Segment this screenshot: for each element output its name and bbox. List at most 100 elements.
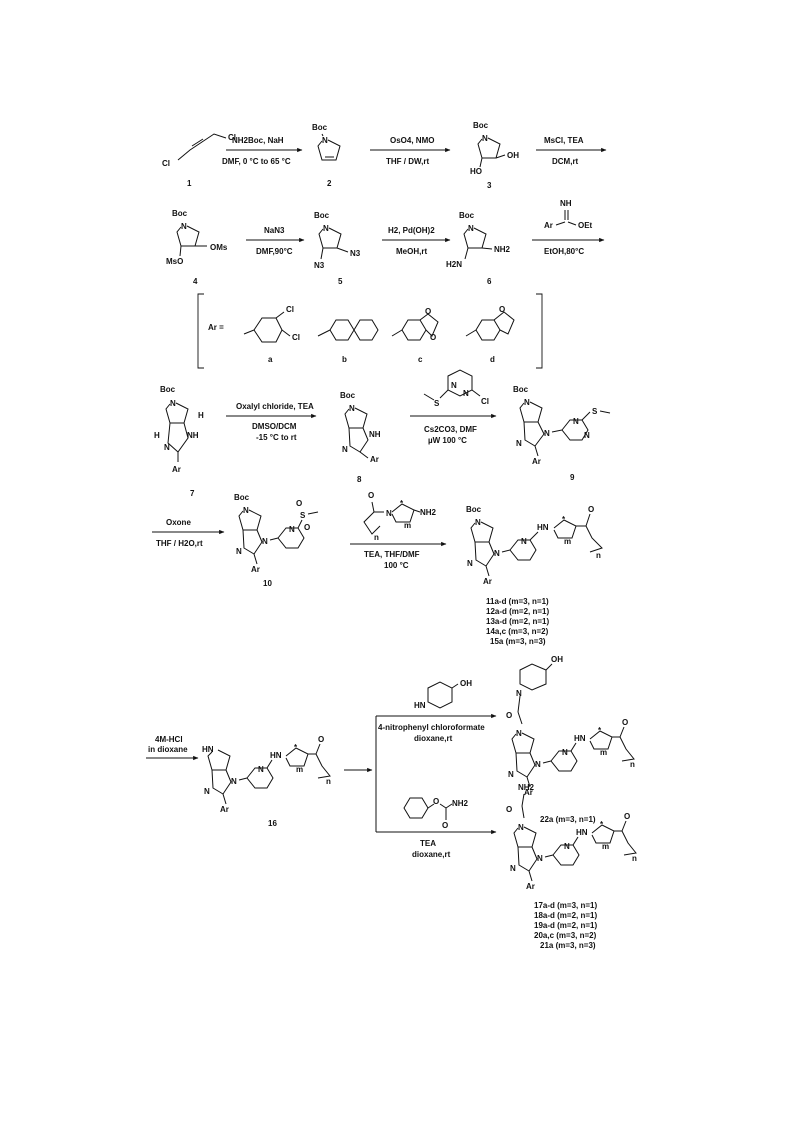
atom-o: O: [499, 305, 505, 314]
cond-s10-bottom: TEA, THF/DMF: [364, 550, 420, 559]
atom-nh2: NH2: [494, 245, 511, 254]
cond-s8-mid: Cs2CO3, DMF: [424, 425, 477, 434]
atom-n: N: [518, 823, 524, 832]
atom-cl: Cl: [286, 305, 294, 314]
atom-n3: N3: [350, 249, 361, 258]
compound-6-label: 6: [487, 277, 492, 286]
index-n: n: [326, 777, 331, 786]
cond-s3-bottom: DCM,rt: [552, 157, 579, 166]
compound-8-label: 8: [357, 475, 362, 484]
atom-hn: HN: [574, 734, 586, 743]
atom-n: N: [323, 224, 329, 233]
compound-4-structure: Boc N OMs MsO: [166, 209, 228, 266]
atom-o: O: [430, 333, 436, 342]
atom-hn: HN: [537, 523, 549, 532]
atom-boc: Boc: [160, 385, 176, 394]
compound-10-label: 10: [263, 579, 272, 588]
product-13: 13a-d (m=2, n=1): [486, 617, 549, 626]
atom-ar: Ar: [220, 805, 229, 814]
atom-n: N: [537, 854, 543, 863]
products-17-21-structure: NH2 O N N N Ar N HN * m O n: [506, 783, 637, 891]
atom-n: N: [516, 439, 522, 448]
atom-n: N: [521, 537, 527, 546]
cond-s8-bottom: µW 100 °C: [428, 436, 467, 445]
compound-3-label: 3: [487, 181, 492, 190]
atom-nh2: NH2: [518, 783, 535, 792]
atom-oms: OMs: [210, 243, 228, 252]
atom-o: O: [425, 307, 431, 316]
cond-s9-bottom: THF / H2O,rt: [156, 539, 203, 548]
amine-reagent: O N * m NH2 n: [363, 491, 437, 542]
atom-hn: HN: [414, 701, 426, 710]
compound-9-structure: Boc N N N Ar N N S: [513, 385, 611, 466]
atom-n: N: [475, 518, 481, 527]
atom-o: O: [442, 821, 448, 830]
ar-option-d-structure: O: [465, 305, 515, 341]
atom-ar: Ar: [532, 457, 541, 466]
ar-option-b: b: [342, 355, 347, 364]
atom-n: N: [467, 559, 473, 568]
atom-n: N: [262, 537, 268, 546]
cond-s13-mid: TEA: [420, 839, 436, 848]
stereo-star: *: [400, 499, 404, 508]
cond-s5-top: H2, Pd(OH)2: [388, 226, 435, 235]
compound-4-label: 4: [193, 277, 198, 286]
atom-h: H: [154, 431, 160, 440]
compound-16-label: 16: [268, 819, 277, 828]
compound-5-structure: Boc N N3 N3: [314, 211, 361, 270]
product-21: 21a (m=3, n=3): [540, 941, 596, 950]
atom-n3: N3: [314, 261, 325, 270]
compound-16-structure: HN N N Ar N HN * m O n: [202, 735, 331, 814]
compound-6-structure: Boc N NH2 H2N: [446, 211, 511, 269]
stereo-star: *: [562, 515, 566, 524]
atom-o: O: [506, 805, 512, 814]
atom-n: N: [204, 787, 210, 796]
atom-n: N: [258, 765, 264, 774]
atom-nh: NH: [369, 430, 381, 439]
imidate-reagent: NH Ar OEt: [544, 199, 593, 230]
product-20: 20a,c (m=3, n=2): [534, 931, 597, 940]
atom-hn: HN: [576, 828, 588, 837]
atom-h2n: H2N: [446, 260, 462, 269]
atom-ar: Ar: [370, 455, 379, 464]
ar-option-c-structure: O O: [391, 307, 439, 342]
index-n: n: [630, 760, 635, 769]
cond-s13-bottom: dioxane,rt: [412, 850, 451, 859]
atom-o: O: [368, 491, 374, 500]
product-17: 17a-d (m=3, n=1): [534, 901, 597, 910]
stereo-star: *: [294, 743, 298, 752]
compound-9-label: 9: [570, 473, 575, 482]
atom-oet: OEt: [578, 221, 593, 230]
atom-oh: OH: [551, 655, 563, 664]
atom-n: N: [243, 506, 249, 515]
atom-o: O: [433, 797, 439, 806]
products-11-15-structure: Boc N N N Ar N HN * m O n: [466, 505, 603, 586]
atom-n: N: [181, 222, 187, 231]
atom-boc: Boc: [314, 211, 330, 220]
compound-2-label: 2: [327, 179, 332, 188]
stereo-star: *: [600, 820, 604, 829]
atom-cl: Cl: [228, 133, 236, 142]
cond-s6-bottom: EtOH,80°C: [544, 247, 584, 256]
cond-s1-bottom: DMF, 0 °C to 65 °C: [222, 157, 291, 166]
atom-s: S: [592, 407, 598, 416]
atom-o: O: [296, 499, 302, 508]
stereo-star: *: [598, 726, 602, 735]
atom-oh: OH: [460, 679, 472, 688]
product-18: 18a-d (m=2, n=1): [534, 911, 597, 920]
compound-5-label: 5: [338, 277, 343, 286]
atom-ar: Ar: [544, 221, 553, 230]
atom-nh: NH: [560, 199, 572, 208]
cond-s3-top: MsCl, TEA: [544, 136, 584, 145]
atom-n: N: [535, 760, 541, 769]
atom-n: N: [322, 136, 328, 145]
compound-7-structure: Boc N H H NH N Ar: [154, 385, 204, 474]
atom-oh: OH: [507, 151, 519, 160]
atom-n: N: [562, 748, 568, 757]
index-n: n: [632, 854, 637, 863]
atom-n: N: [510, 864, 516, 873]
atom-nh2: NH2: [420, 508, 437, 517]
cond-s2-bottom: THF / DW,rt: [386, 157, 429, 166]
atom-n: N: [289, 525, 295, 534]
